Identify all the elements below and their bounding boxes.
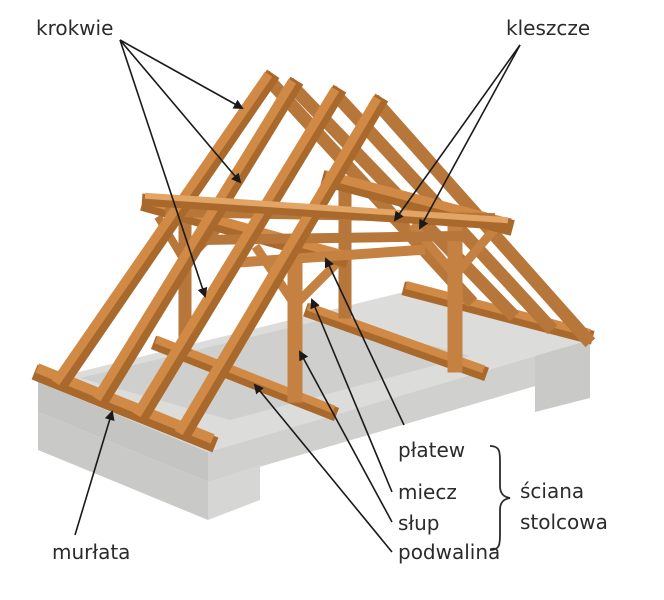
arrow-kleszcze-1: [393, 44, 521, 222]
collar-ties-front: [141, 192, 512, 231]
arrow-murlata: [74, 410, 115, 536]
label-stolcowa: stolcowa: [520, 510, 608, 534]
wall-front-left: [38, 412, 208, 520]
arrow-krokwie-3: [119, 39, 208, 298]
arrow-kleszcze-2: [419, 44, 521, 230]
kleszcze-beam: [239, 244, 426, 268]
slab-front-face: [38, 382, 208, 482]
label-sciana: ściana: [520, 479, 585, 503]
label-krokwie: krokwie: [36, 16, 114, 40]
arrow-krokwie-1: [119, 39, 244, 109]
murlata-beam-back-top: [405, 281, 591, 337]
label-murlata: murłata: [52, 540, 131, 564]
label-miecz: miecz: [398, 480, 457, 504]
wall-right: [535, 340, 590, 412]
kleszcze-beam-front: [141, 193, 512, 231]
rafter-face: [92, 78, 297, 402]
arrow-slup: [299, 350, 393, 523]
arrow-podwalina: [253, 383, 393, 553]
rafter-face: [51, 71, 273, 386]
label-podwalina: podwalina: [398, 540, 501, 564]
label-slup: słup: [398, 511, 440, 535]
pointer-arrows: [74, 39, 521, 553]
arrow-miecz: [310, 298, 393, 493]
kleszcze-beam-front-top: [144, 192, 509, 224]
arrow-platew: [324, 257, 405, 426]
rafters-front: [51, 69, 389, 443]
rafter-face: [174, 95, 382, 436]
miecz: [448, 225, 499, 282]
label-platew: płatew: [398, 438, 466, 462]
arrow-krokwie-2: [119, 39, 242, 184]
slab-right-face: [208, 340, 590, 482]
wall-front-right: [208, 465, 260, 520]
label-kleszcze: kleszcze: [506, 16, 591, 40]
rafter-face: [132, 86, 340, 418]
shadow-area: [80, 318, 470, 420]
grouping-brace: [489, 445, 511, 551]
